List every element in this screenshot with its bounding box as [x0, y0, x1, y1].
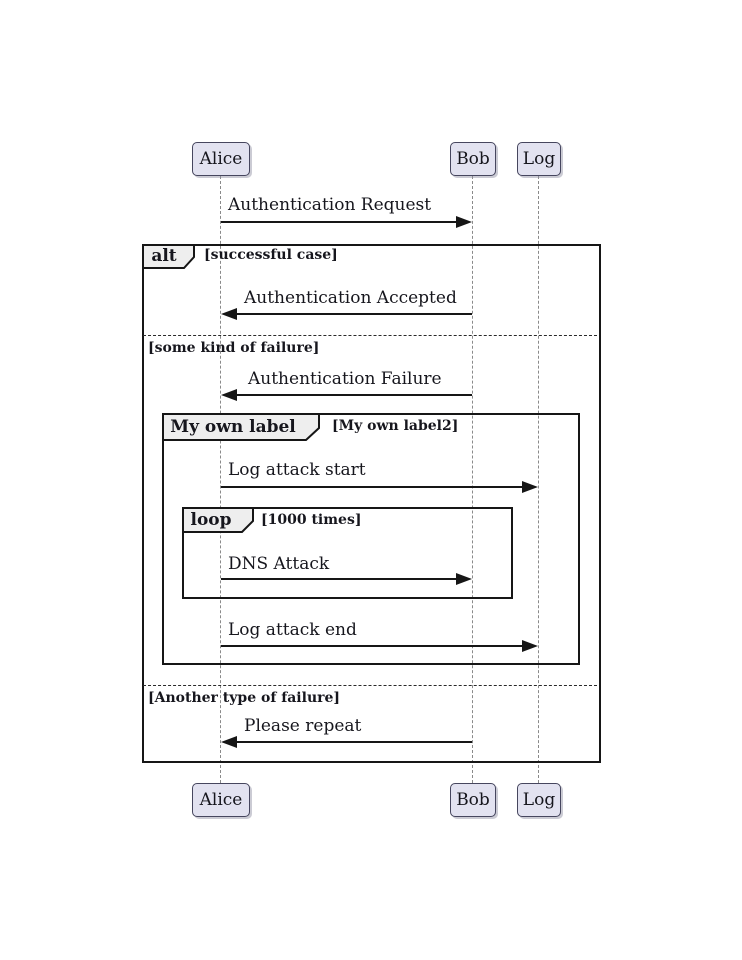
message-label-authentication-failure: Authentication Failure [248, 369, 442, 389]
lifeline-bob [472, 176, 473, 783]
message-label-log-attack-start: Log attack start [228, 460, 366, 480]
message-arrow-log-attack-start [221, 486, 523, 488]
message-arrow-authentication-accepted [236, 313, 472, 315]
message-label-dns-attack: DNS Attack [228, 554, 330, 574]
arrowhead-right-icon [522, 640, 538, 652]
message-label-authentication-request: Authentication Request [228, 195, 432, 215]
arrowhead-right-icon [522, 481, 538, 493]
lifeline-log [538, 176, 539, 783]
frame-loop [182, 507, 513, 599]
arrowhead-right-icon [456, 573, 472, 585]
arrowhead-left-icon [221, 308, 237, 320]
participant-label: Log [522, 149, 556, 169]
divider-some-kind-of-failure [143, 335, 597, 336]
frame-loop-label-tab [182, 507, 254, 533]
frame-alt-operator: alt [151, 246, 177, 266]
message-label-please-repeat: Please repeat [244, 716, 362, 736]
frame-alt-label-tab [142, 244, 195, 269]
frame-alt [142, 244, 601, 763]
frame-loop-guard: [1000 times] [261, 512, 362, 528]
participant-alice-top: Alice [192, 142, 250, 176]
frame-alt-guard: [successful case] [204, 247, 338, 263]
arrowhead-left-icon [221, 389, 237, 401]
message-arrow-please-repeat [236, 741, 472, 743]
frame-group-label-tab [162, 413, 320, 441]
message-label-authentication-accepted: Authentication Accepted [244, 288, 457, 308]
lifeline-alice [220, 176, 221, 783]
divider-label-another-type-of-failure: [Another type of failure] [148, 690, 341, 706]
message-arrow-authentication-failure [236, 394, 472, 396]
message-arrow-authentication-request [221, 221, 457, 223]
participant-label: Bob [456, 790, 490, 810]
participant-alice-bottom: Alice [192, 783, 250, 817]
participant-label: Bob [456, 149, 490, 169]
message-label-log-attack-end: Log attack end [228, 620, 357, 640]
participant-bob-top: Bob [450, 142, 496, 176]
participant-label: Alice [199, 149, 243, 169]
frame-group-guard: [My own label2] [332, 418, 459, 434]
message-arrow-dns-attack [221, 578, 457, 580]
participant-log-top: Log [517, 142, 561, 176]
frame-loop-operator: loop [190, 509, 232, 530]
divider-another-type-of-failure [143, 685, 597, 686]
frame-group-operator: My own label [170, 416, 296, 437]
participant-label: Log [522, 790, 556, 810]
arrowhead-right-icon [456, 216, 472, 228]
participant-log-bottom: Log [517, 783, 561, 817]
message-arrow-log-attack-end [221, 645, 523, 647]
divider-label-some-kind-of-failure: [some kind of failure] [148, 340, 320, 356]
arrowhead-left-icon [221, 736, 237, 748]
participant-label: Alice [199, 790, 243, 810]
participant-bob-bottom: Bob [450, 783, 496, 817]
frame-group [162, 413, 580, 665]
